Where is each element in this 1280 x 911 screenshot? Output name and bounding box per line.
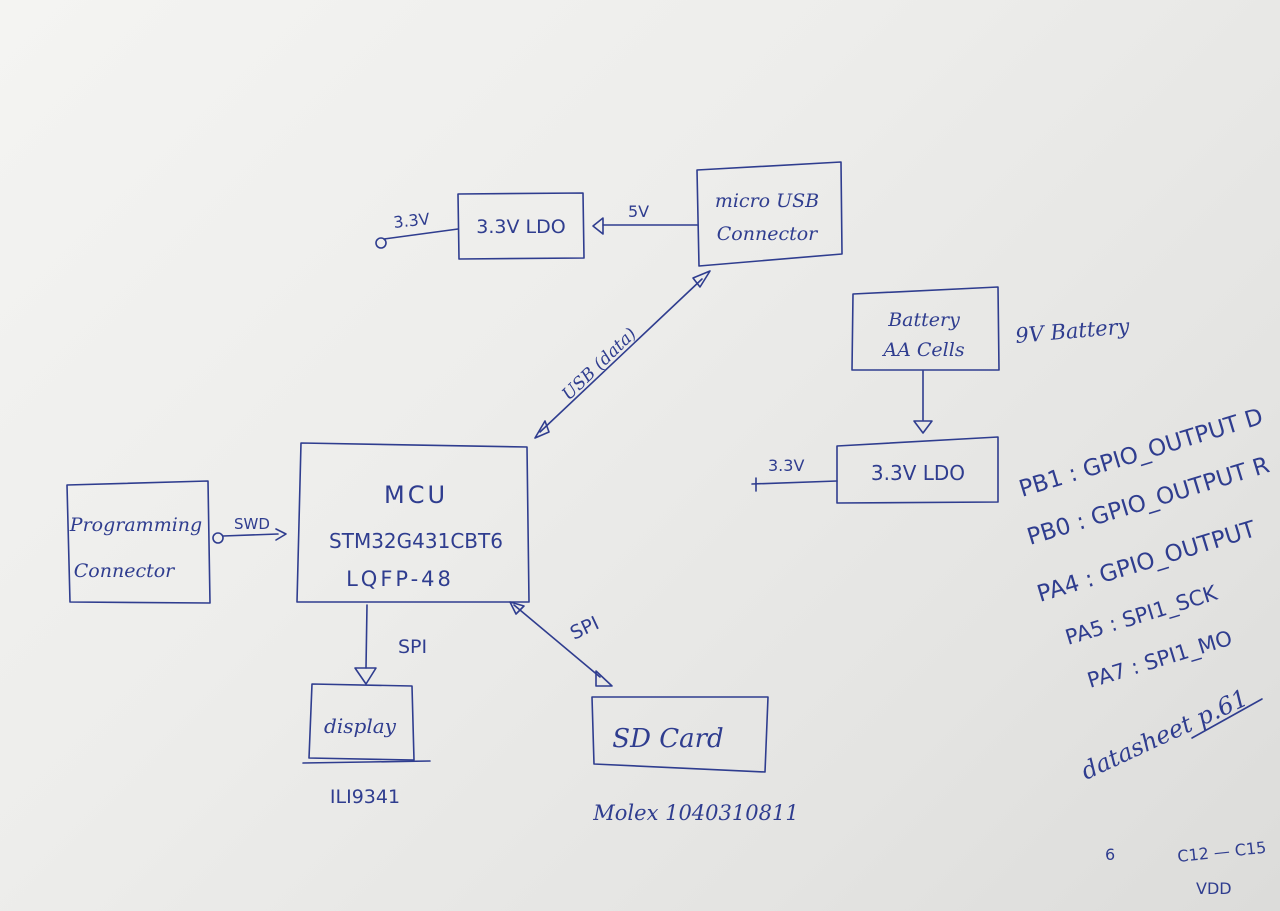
ldo-bottom-block: 3.3V LDO (836, 436, 999, 504)
ldo-bottom-box (836, 436, 999, 504)
battery-note: 9V Battery (1014, 314, 1131, 348)
ldo-bottom-label: 3.3V LDO (871, 461, 965, 485)
spi-sd-line (513, 604, 601, 678)
swd-line (222, 533, 279, 537)
spi-display-line (365, 604, 368, 669)
programming-connector-line1: Programming (69, 514, 202, 536)
battery-box (851, 286, 1000, 371)
sd-card-block: SD Card Molex 1040310811 (591, 696, 799, 825)
programming-connector-block: Programming Connector (66, 480, 211, 604)
display-part: ILI9341 (330, 786, 400, 808)
spi-sd-connection: SPI (509, 601, 613, 687)
usb-data-label: USB (data) (558, 324, 640, 404)
usb-data-line (539, 278, 703, 433)
battery-to-ldo-connection (913, 370, 933, 434)
usb-connector-block: micro USB Connector (696, 161, 843, 267)
battery-line1: Battery (887, 309, 960, 331)
mcu-line2: STM32G431CBT6 (329, 529, 503, 553)
display-underline (302, 760, 431, 764)
battery-block: Battery AA Cells 9V Battery (851, 286, 1131, 371)
swd-connection: SWD (212, 515, 287, 544)
usb-data-connection: USB (data) (534, 270, 711, 439)
datasheet-note: datasheet p.61 (1077, 684, 1263, 786)
mcu-block: MCU STM32G431CBT6 LQFP-48 (296, 442, 530, 603)
swd-label: SWD (234, 515, 270, 533)
spi-display-arrowhead (354, 667, 377, 685)
mcu-line1: MCU (384, 481, 448, 509)
usb-to-ldo-arrowhead (592, 217, 604, 235)
usb-to-ldo-label: 5V (628, 202, 649, 221)
ldo-top-block: 3.3V LDO (457, 192, 585, 260)
ldo-bottom-output-label: 3.3V (768, 456, 804, 475)
ldo-top-output: 3.3V (375, 209, 459, 249)
ldo-top-output-terminal (375, 237, 387, 249)
usb-connector-box (696, 161, 843, 267)
battery-to-ldo-arrowhead (913, 420, 933, 434)
display-box (308, 683, 415, 761)
swd-terminal (212, 532, 224, 544)
programming-connector-line2: Connector (74, 560, 176, 582)
datasheet-reference: datasheet p.61 (1077, 684, 1253, 786)
datasheet-underline (1191, 698, 1263, 739)
sd-card-label: SD Card (612, 724, 723, 754)
corner-capacitors: C12 — C15 (1176, 838, 1267, 866)
programming-connector-box (66, 480, 211, 604)
mcu-line3: LQFP-48 (346, 567, 454, 591)
spi-display-connection: SPI (354, 604, 427, 685)
ldo-top-output-label: 3.3V (392, 209, 430, 232)
ldo-bottom-output: 3.3V (751, 456, 838, 492)
ldo-top-label: 3.3V LDO (476, 216, 565, 238)
corner-notes: 6 C12 — C15 VDD (1105, 838, 1267, 898)
corner-number: 6 (1105, 845, 1115, 864)
usb-data-arrowhead-mcu (534, 420, 550, 439)
usb-data-arrowhead-usb (692, 270, 711, 288)
usb-connector-line2: Connector (717, 223, 819, 245)
swd-arrowhead (275, 528, 287, 541)
spi-sd-label: SPI (567, 612, 603, 644)
display-block: display ILI9341 (302, 683, 431, 808)
ldo-bottom-output-line (751, 480, 838, 485)
sd-card-part: Molex 1040310811 (592, 801, 798, 825)
mcu-box (296, 442, 530, 603)
battery-line2: AA Cells (881, 339, 964, 361)
usb-to-ldo-connection: 5V (592, 202, 698, 235)
sd-card-box (591, 696, 769, 773)
usb-connector-line1: micro USB (715, 190, 819, 212)
corner-vdd: VDD (1196, 879, 1232, 898)
spi-sd-arrowhead-mcu (509, 601, 525, 615)
spi-display-label: SPI (398, 636, 427, 658)
ldo-top-box (457, 192, 585, 260)
pin-assignments: PB1 : GPIO_OUTPUT D PB0 : GPIO_OUTPUT R … (1016, 404, 1272, 694)
spi-sd-arrowhead-sd (595, 670, 613, 687)
display-label: display (324, 714, 397, 738)
ldo-top-output-line (383, 228, 459, 240)
